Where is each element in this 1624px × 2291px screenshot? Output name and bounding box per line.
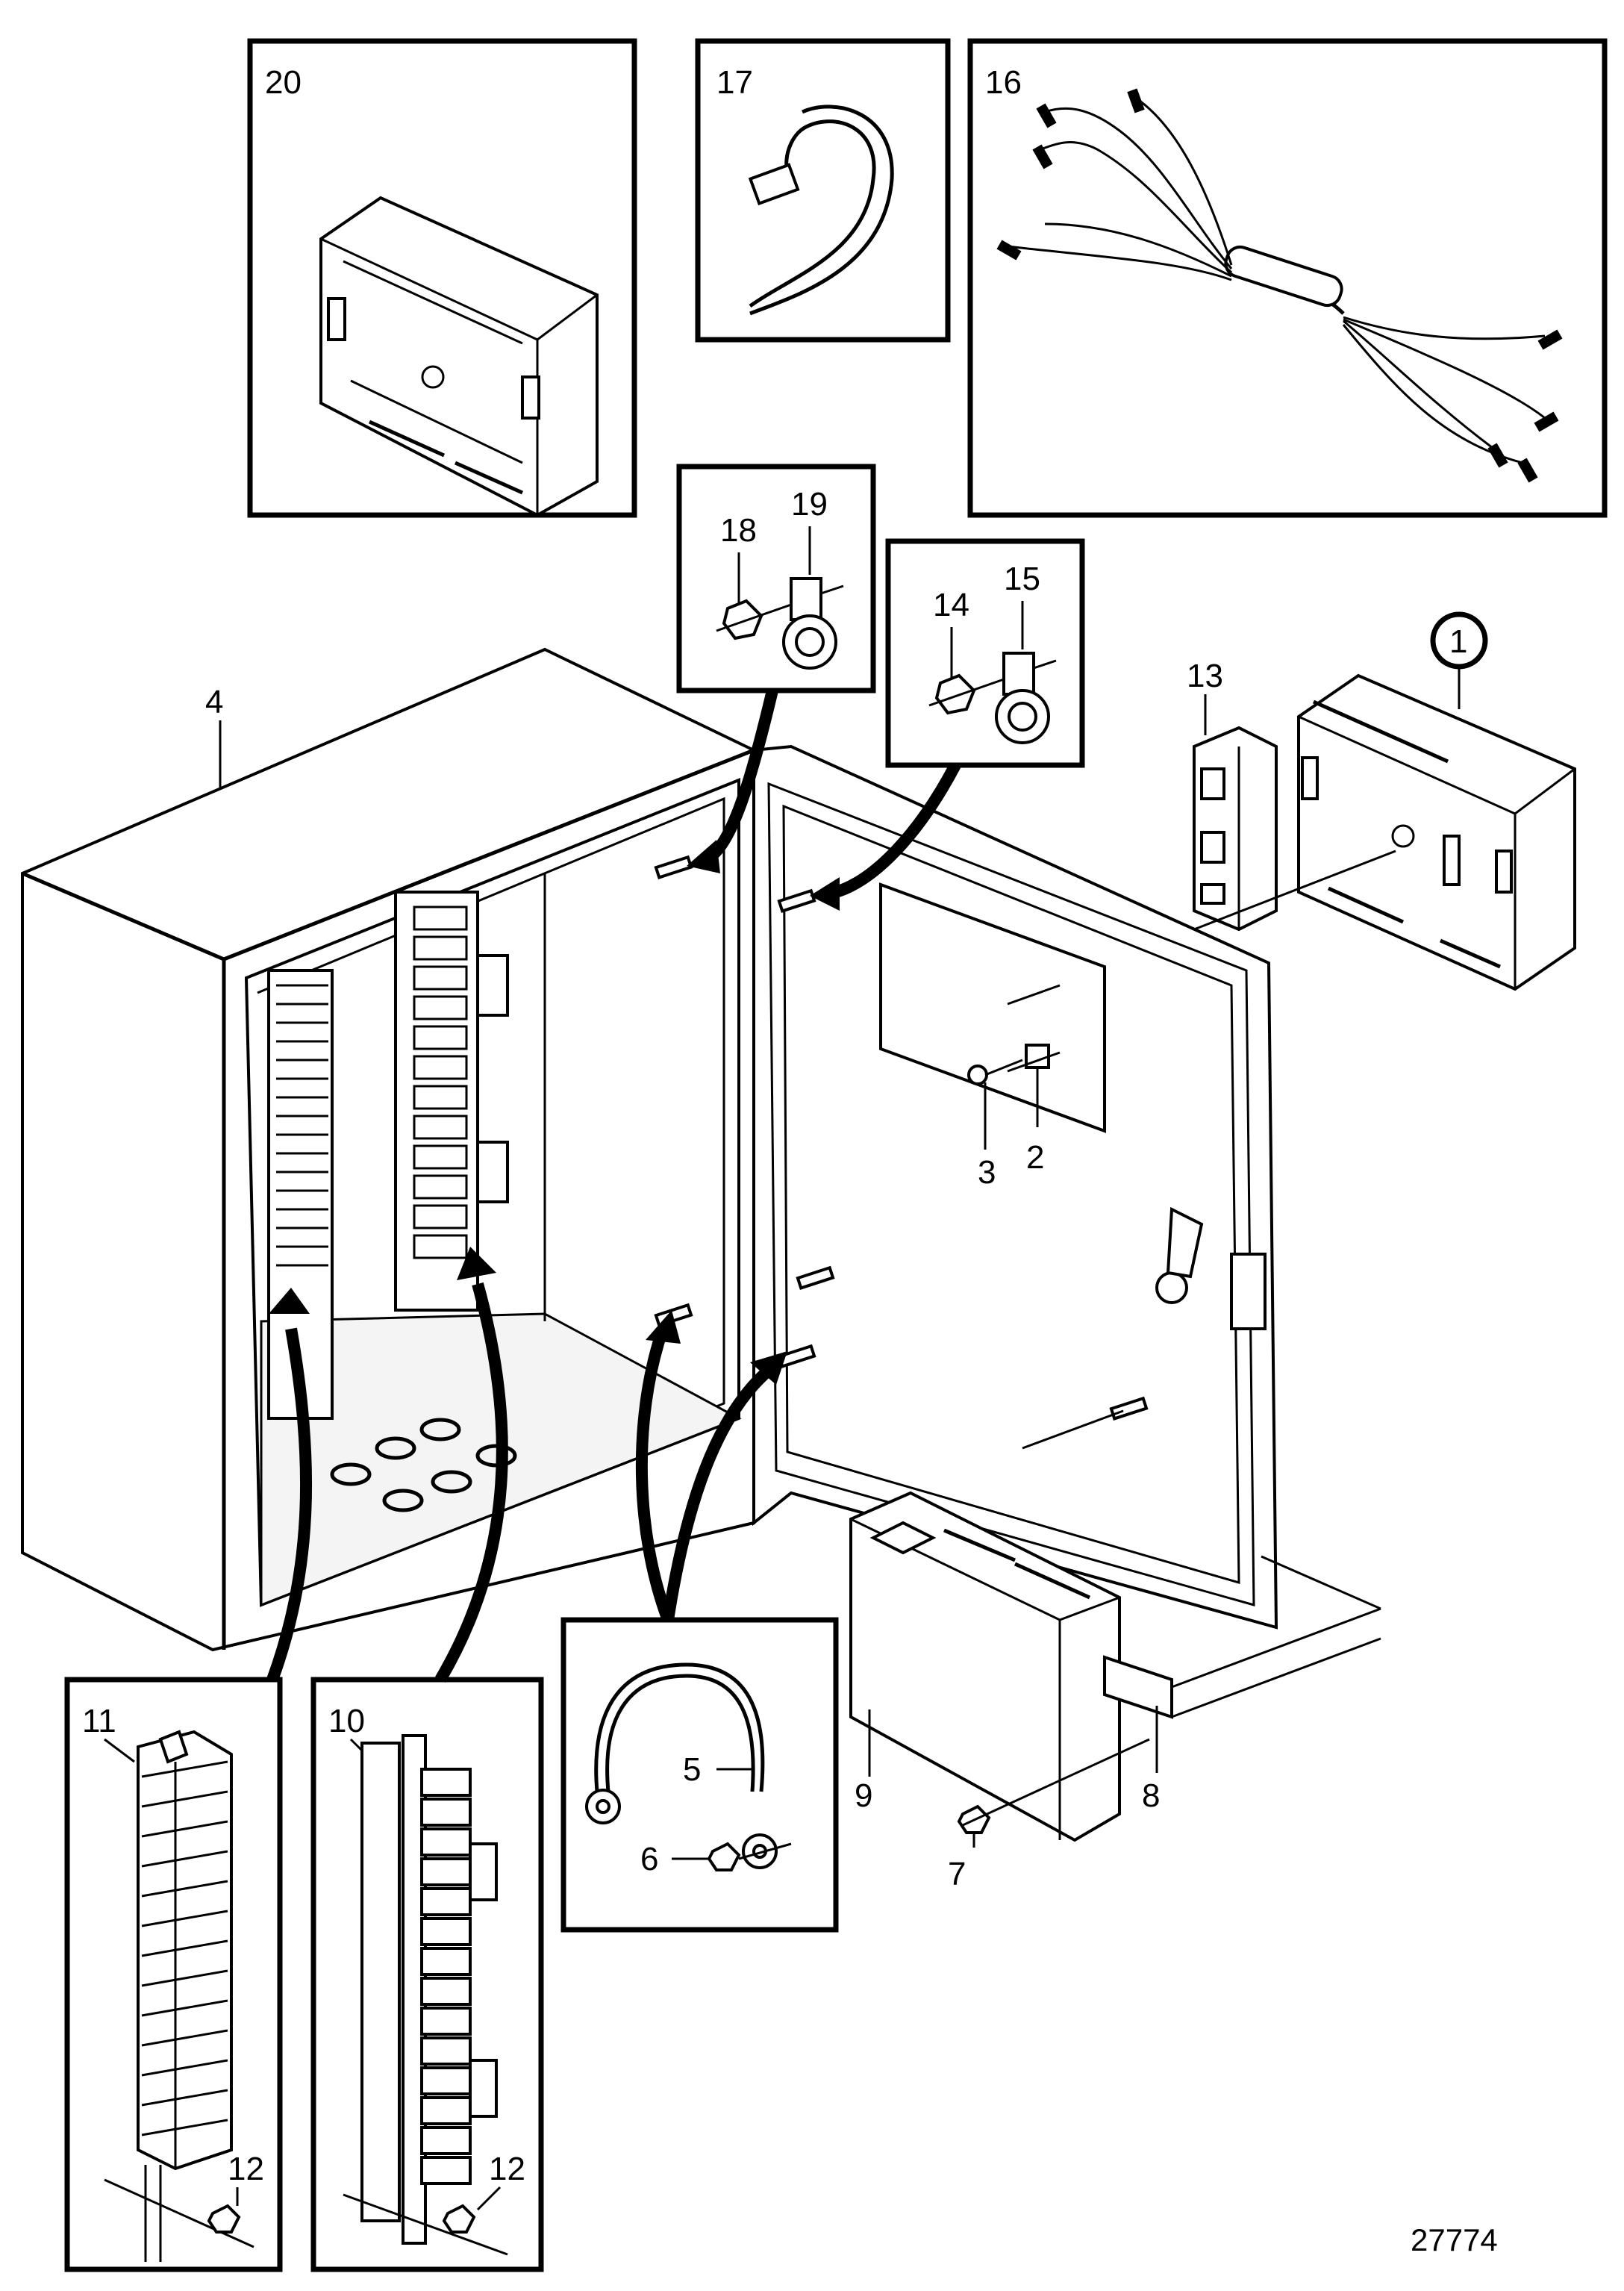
drawing-number: 27774 xyxy=(1411,2222,1498,2257)
arrowhead-stud-door xyxy=(750,1351,787,1385)
arrow-from-18-19 xyxy=(708,689,778,860)
callout-7: 7 xyxy=(948,1856,966,1892)
arrowhead-relays xyxy=(457,1247,496,1280)
callout-16: 16 xyxy=(985,64,1022,101)
inset-17-cable-tie: 17 xyxy=(695,38,951,343)
inset-18-19-clamp: 18 19 xyxy=(676,464,876,693)
callout-11: 11 xyxy=(82,1703,116,1739)
inset-10-12-relay-strip: 10 12 xyxy=(310,1677,544,2272)
arrowhead-stud-left xyxy=(646,1310,681,1344)
inset-16-wiring-harness: 16 xyxy=(967,38,1608,518)
arrow-to-stud-door xyxy=(662,1369,769,1621)
callout-12-b: 12 xyxy=(489,2151,525,2187)
callout-8: 8 xyxy=(1142,1777,1160,1814)
callout-2: 2 xyxy=(1026,1139,1044,1176)
inset-11-12-terminal-blocks: 11 12 xyxy=(64,1677,283,2272)
callout-20: 20 xyxy=(265,64,302,101)
callout-14: 14 xyxy=(933,587,969,623)
arrow-to-relays xyxy=(435,1282,508,1683)
callout-5: 5 xyxy=(683,1751,701,1788)
relay-strip-relays xyxy=(420,1768,498,2185)
callout-15: 15 xyxy=(1004,561,1040,597)
din-module-9: 9 8 7 xyxy=(849,1491,1381,1892)
callout-18: 18 xyxy=(720,512,757,549)
callout-19: 19 xyxy=(791,486,828,523)
callout-13: 13 xyxy=(1187,658,1223,694)
enclosure-4: 4 xyxy=(21,647,755,1652)
callout-9: 9 xyxy=(855,1777,872,1814)
pointer-arrows xyxy=(266,689,961,1683)
callout-6: 6 xyxy=(640,1841,658,1877)
callout-1: 1 xyxy=(1449,623,1467,660)
callout-17: 17 xyxy=(716,64,753,101)
arrowhead-18-19 xyxy=(687,840,720,873)
harness-terminals xyxy=(996,88,1563,483)
callout-10: 10 xyxy=(328,1703,365,1739)
arrowhead-14-15 xyxy=(810,877,840,911)
inset-20-control-unit: 20 xyxy=(247,38,637,518)
arrow-to-stud-left xyxy=(635,1334,674,1622)
inset-14-15-clamp: 14 15 xyxy=(885,538,1085,768)
inset-5-6-ground-strap: 5 6 xyxy=(560,1617,839,1933)
callout-4: 4 xyxy=(205,684,223,720)
arrowhead-terminal-blocks xyxy=(269,1288,310,1314)
arrow-to-terminal-blocks xyxy=(266,1327,313,1682)
terminal-blocks-in-enclosure xyxy=(276,984,328,1267)
callout-3: 3 xyxy=(978,1154,996,1191)
enclosure-door: 3 2 xyxy=(752,744,1278,1630)
arrow-from-14-15 xyxy=(834,762,961,898)
module-1-and-13: 13 1 xyxy=(1187,611,1576,991)
callout-12: 12 xyxy=(228,2151,264,2187)
relays-in-enclosure xyxy=(413,906,509,1259)
terminal-block-slices xyxy=(141,1760,228,2136)
